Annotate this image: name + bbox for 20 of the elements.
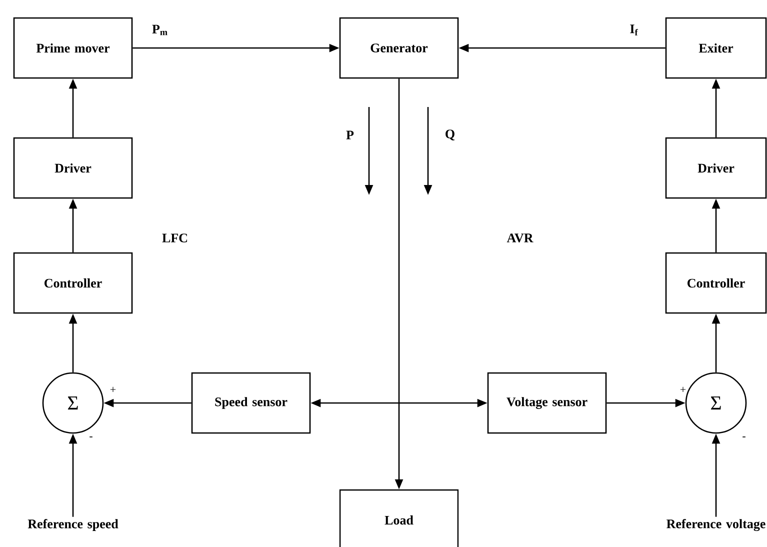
block-box: Exiter <box>665 17 767 79</box>
block-box: Controller <box>13 252 133 314</box>
summing-junction: Σ <box>42 372 104 434</box>
block-box: Driver <box>13 137 133 199</box>
block-box: Generator <box>339 17 459 79</box>
block-box: Controller <box>665 252 767 314</box>
edge-label: P$_{m}$ <box>152 24 168 36</box>
edge-label: I$_{f}$ <box>630 24 638 36</box>
block-box: Prime mover <box>13 17 133 79</box>
summing-junction: Σ <box>685 372 747 434</box>
text-label: P <box>346 130 354 140</box>
block-box: Load <box>339 489 459 547</box>
block-box: Speed sensor <box>191 372 311 434</box>
input-label: Reference speed <box>28 519 118 531</box>
text-label: AVR <box>506 234 534 242</box>
block-box: Driver <box>665 137 767 199</box>
input-label: Reference voltage <box>666 519 766 532</box>
text-label: LFC <box>162 234 188 242</box>
block-box: Voltage sensor <box>487 372 607 434</box>
text-label: Q <box>446 130 454 140</box>
